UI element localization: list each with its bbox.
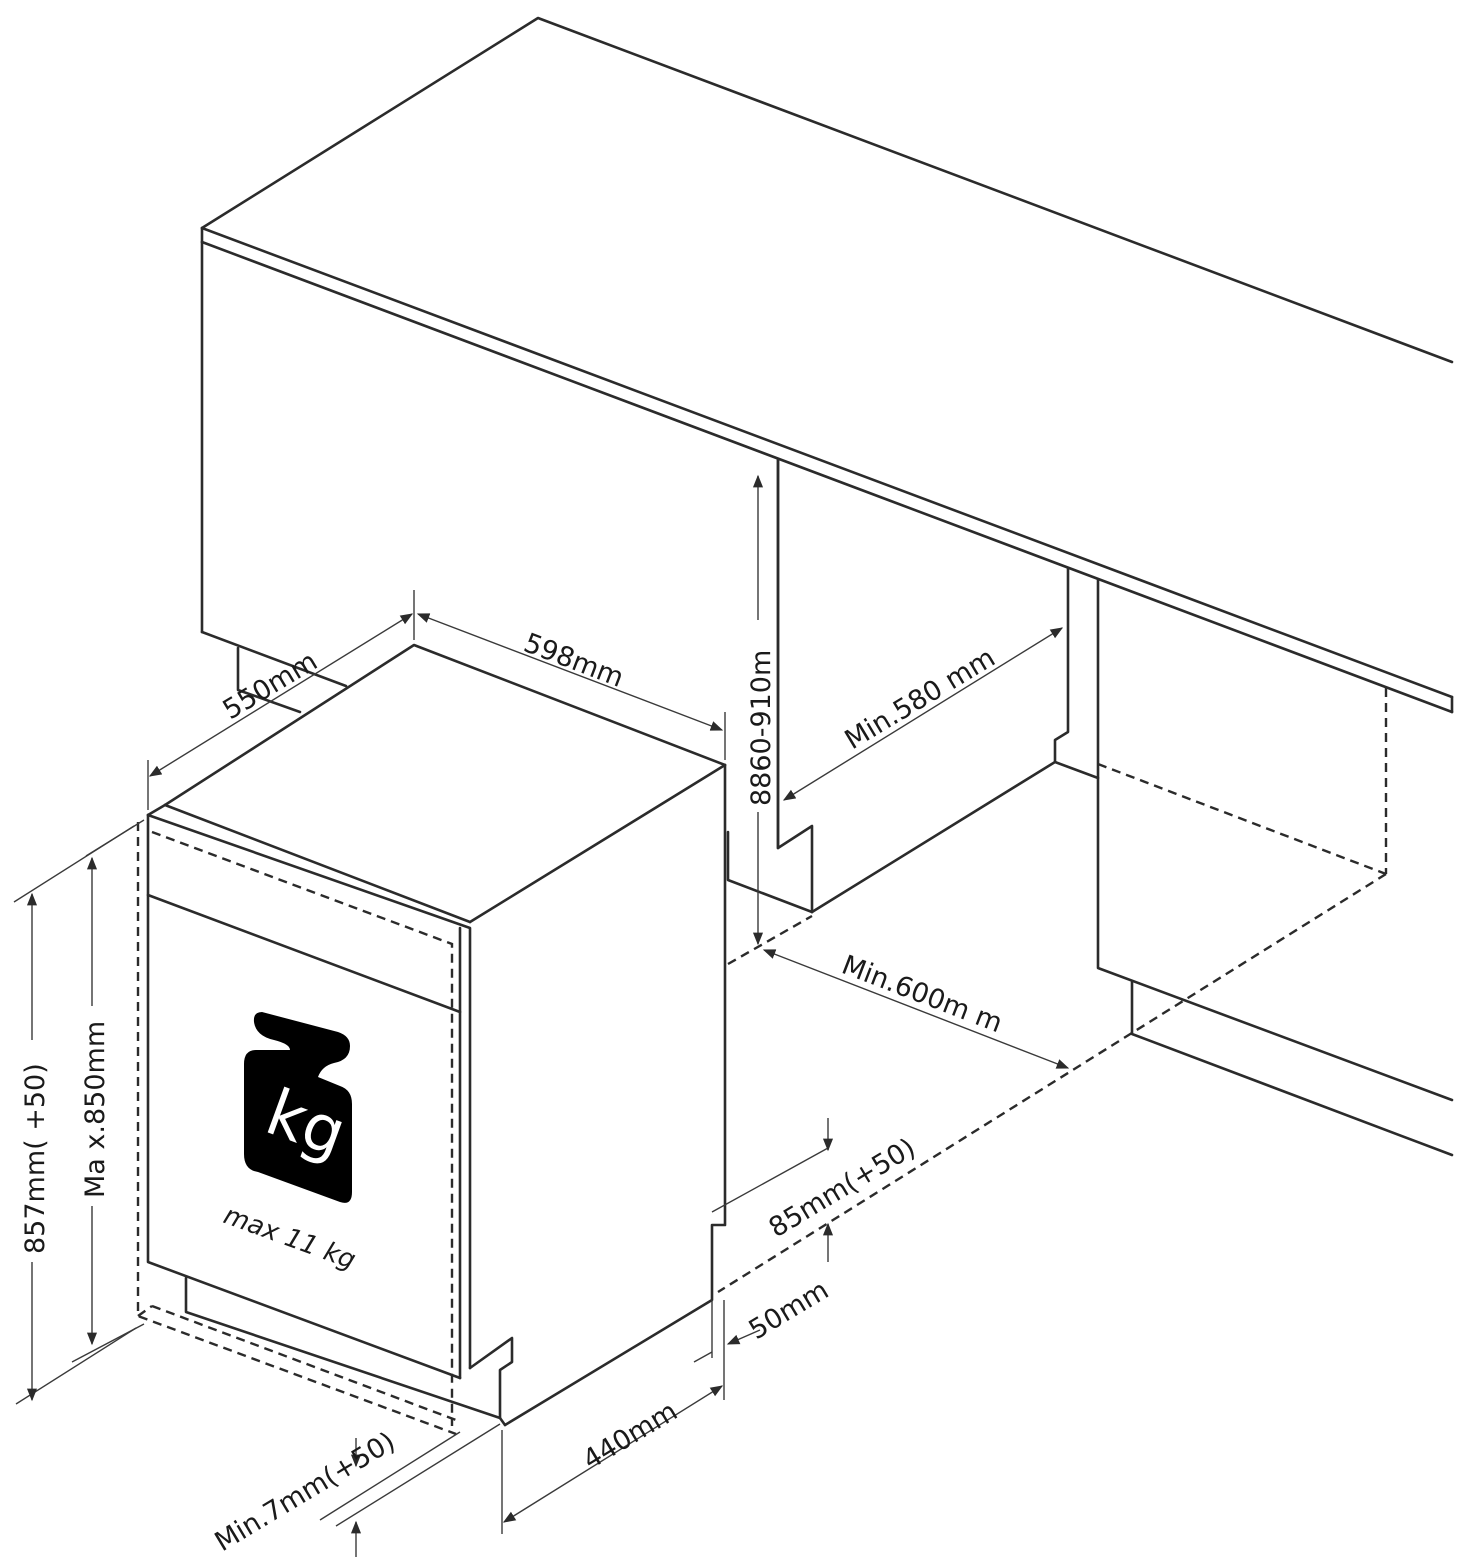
- dim-max-850-label: Ma x.850mm: [80, 1021, 111, 1198]
- dim-857: 857mm( +50): [13, 825, 137, 1405]
- right-cabinet: [1096, 578, 1454, 1157]
- dim-cabinet-height: 8860-910m: [746, 474, 777, 946]
- worktop: [200, 16, 1454, 714]
- dim-min-580-label: Min.580 mm: [840, 642, 1001, 756]
- dim-min-580: Min.580 mm: [782, 627, 1064, 801]
- dim-min-7-label: Min.7mm(+50): [210, 1426, 401, 1557]
- dim-440-label: 440mm: [578, 1396, 683, 1476]
- dim-min-7: Min.7mm(+50): [210, 1423, 501, 1557]
- dim-min-600: Min.600m m: [762, 949, 1070, 1069]
- dim-440: 440mm: [501, 1300, 725, 1534]
- dim-85: 85mm(+50): [711, 1118, 921, 1262]
- max-weight-label: max 11 kg: [220, 1200, 360, 1275]
- dim-857-label: 857mm( +50): [20, 1063, 51, 1254]
- niche-outline: [717, 688, 1388, 1294]
- dim-85-label: 85mm(+50): [764, 1132, 921, 1244]
- dim-50-label: 50mm: [744, 1275, 835, 1346]
- dim-max-850: Ma x.850mm: [71, 819, 145, 1363]
- dim-550: 550mm: [147, 613, 414, 810]
- dishwasher: [136, 643, 727, 1436]
- dim-cabinet-height-label: 8860-910m: [746, 650, 777, 806]
- dim-598-label: 598mm: [519, 628, 627, 694]
- dim-598: 598mm: [413, 590, 726, 760]
- left-cabinet: [200, 240, 780, 850]
- weight-kg-icon: kg: [244, 1012, 355, 1203]
- dim-50: 50mm: [693, 1275, 835, 1363]
- dim-min-600-label: Min.600m m: [837, 950, 1006, 1040]
